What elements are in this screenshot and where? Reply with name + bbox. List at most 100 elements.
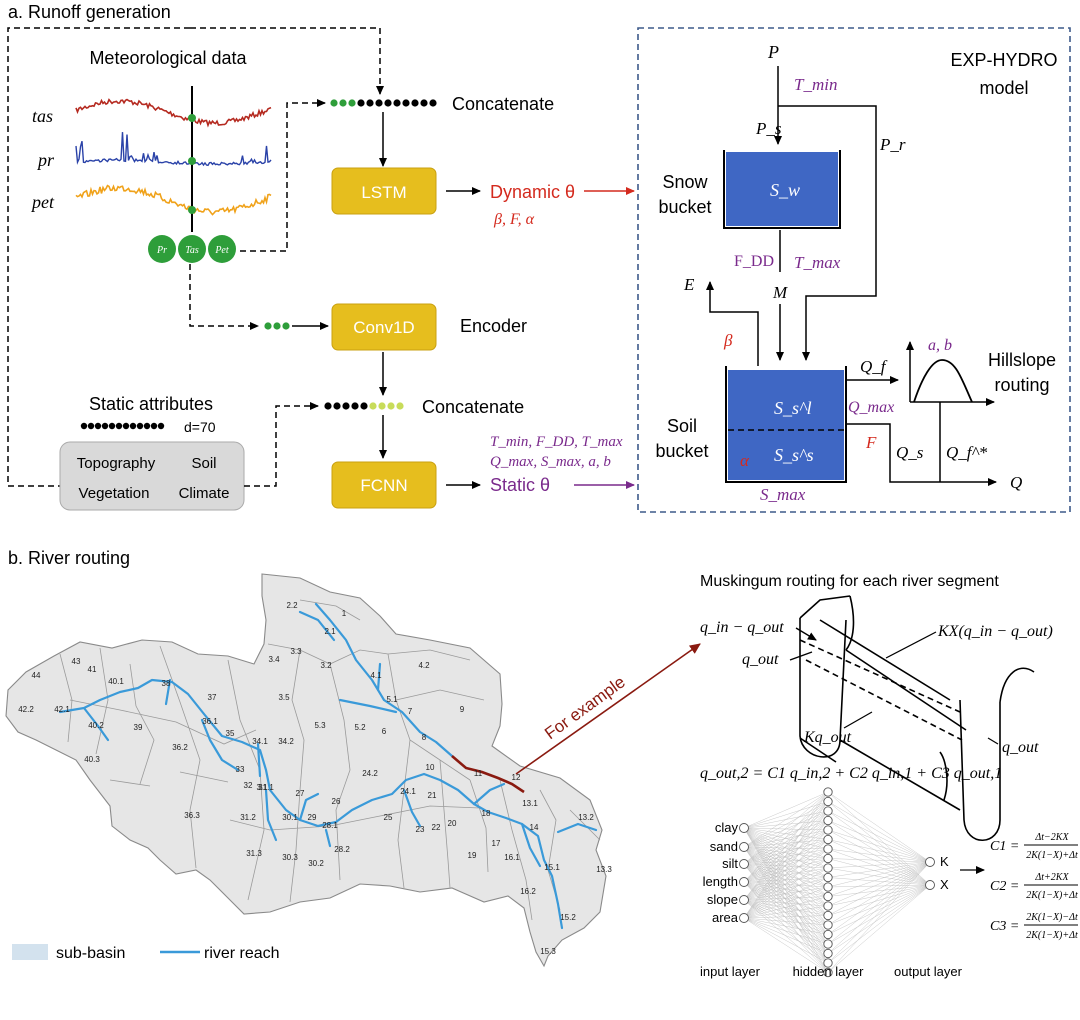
Qfstar-label: Q_f^* (946, 443, 988, 462)
pr-dot (188, 157, 196, 165)
basin-label-39: 39 (134, 723, 143, 732)
exp-hydro-title1: EXP-HYDRO (950, 50, 1057, 70)
Sss-label: S_s^s (774, 445, 814, 465)
basin-label-6: 6 (382, 727, 387, 736)
basin-label-29: 29 (308, 813, 317, 822)
basin-label-13-3: 13.3 (596, 865, 612, 874)
hillslope-label1: Hillslope (988, 350, 1056, 370)
Ssl-label: S_s^l (774, 398, 812, 418)
muskingum-title: Muskingum routing for each river segment (700, 573, 999, 590)
static-dot (136, 422, 144, 430)
basin-label-34-1: 34.1 (252, 737, 268, 746)
nn-hidden-node (823, 891, 833, 902)
basin-label-9: 9 (460, 705, 465, 714)
dashed-to-conv1d (189, 264, 259, 330)
nn-layer-input: input layer (700, 964, 761, 979)
basin-label-21: 21 (428, 791, 437, 800)
qout-right-leader (987, 737, 999, 745)
nn-input-node (739, 842, 749, 852)
nn-input-node (739, 823, 749, 833)
static-dot (157, 422, 165, 430)
basin-label-16-1: 16.1 (504, 853, 520, 862)
fcnn-label: FCNN (360, 476, 407, 495)
basin-label-12: 12 (512, 773, 521, 782)
Pr-path (778, 105, 877, 361)
encoder-label: Encoder (460, 316, 527, 336)
basin-label-4-2: 4.2 (418, 661, 430, 670)
static-dot (115, 422, 123, 430)
dashed-static-concat2 (244, 402, 319, 487)
static-dot (101, 422, 109, 430)
Qf-label: Q_f (860, 357, 888, 376)
Smax-label: S_max (760, 485, 806, 504)
panel-a-title: a. Runoff generation (8, 2, 171, 22)
basin-label-41: 41 (88, 665, 97, 674)
basin-label-31-2: 31.2 (240, 813, 256, 822)
Pr-label: P_r (879, 135, 906, 154)
basin-label-13-1: 13.1 (522, 799, 538, 808)
fcnn-box (331, 461, 437, 509)
concat2-label: Concatenate (422, 397, 524, 417)
channel-diagram (799, 595, 1035, 842)
basin-label-4-1: 4.1 (370, 671, 382, 680)
basin-label-42-2: 42.2 (18, 705, 34, 714)
static-dim: d=70 (184, 419, 216, 435)
basin-label-25: 25 (384, 813, 393, 822)
kx-label: KX(q_in − q_out) (937, 623, 1053, 640)
basin-label-8: 8 (422, 733, 427, 742)
basin-label-7: 7 (408, 707, 413, 716)
basin-label-30-3: 30.3 (282, 853, 298, 862)
basin-label-33: 33 (236, 765, 245, 774)
basin-label-31-1: 31.1 (258, 783, 274, 792)
nn-hidden-node (823, 948, 833, 959)
basin-label-42-1: 42.1 (54, 705, 70, 714)
basin-label-15-3: 15.3 (540, 947, 556, 956)
basin-label-24-2: 24.2 (362, 769, 378, 778)
nn-input-node (739, 877, 749, 887)
nn-layer-hidden: hidden layer (793, 964, 864, 979)
pr-series (75, 132, 272, 167)
basin-label-34-2: 34.2 (278, 737, 294, 746)
input-circles: Pr Tas Pet (148, 235, 236, 263)
Qmax-label: Q_max (848, 399, 894, 416)
nn-hidden-node (823, 929, 833, 940)
concat1-label: Concatenate (452, 94, 554, 114)
basin-label-3-3: 3.3 (290, 647, 302, 656)
E-arrow (706, 281, 759, 366)
legend-river: river reach (204, 945, 280, 962)
lstm-box (331, 167, 437, 215)
ab-label: a, b (928, 337, 952, 354)
c2-den: 2K(1−X)+Δt (1026, 890, 1078, 901)
F-label: F (865, 433, 877, 452)
nn-hidden-node (823, 920, 833, 930)
snow-bucket-label2: bucket (658, 197, 711, 217)
coefficient-c3: C3 = 2K(1−X)−Δt 2K(1−X)+Δt (990, 912, 1078, 941)
basin-label-18: 18 (482, 809, 491, 818)
basin-label-17: 17 (492, 839, 501, 848)
kqout-leader (843, 711, 873, 729)
coefficient-c1: C1 = Δt−2KX 2K(1−X)+Δt (990, 832, 1078, 861)
nn-output-node (925, 880, 935, 890)
nn-input-area: area (712, 910, 739, 925)
basin-label-40-2: 40.2 (88, 721, 104, 730)
nn-input-node (739, 895, 749, 905)
nn-layer-output: output layer (894, 964, 963, 979)
tas-series (75, 98, 272, 128)
soil-bucket-label1: Soil (667, 416, 697, 436)
beta-label: β (723, 331, 733, 350)
nn-input-node (739, 913, 749, 923)
basin-label-20: 20 (448, 819, 457, 828)
pet-dot (188, 206, 196, 214)
lstm-label: LSTM (361, 183, 406, 202)
basin-label-30-1: 30.1 (282, 813, 298, 822)
attr-soil: Soil (191, 455, 216, 472)
basin-label-23: 23 (416, 825, 425, 834)
Tmax-label: T_max (794, 253, 841, 272)
nn-hidden-node (823, 967, 833, 978)
basin-label-31-3: 31.3 (246, 849, 262, 858)
dashed-to-concat1 (190, 27, 384, 95)
basin-label-3-2: 3.2 (320, 661, 332, 670)
basin-label-24-1: 24.1 (400, 787, 416, 796)
alpha-label: α (740, 451, 750, 470)
for-example-label: For example (541, 672, 629, 743)
